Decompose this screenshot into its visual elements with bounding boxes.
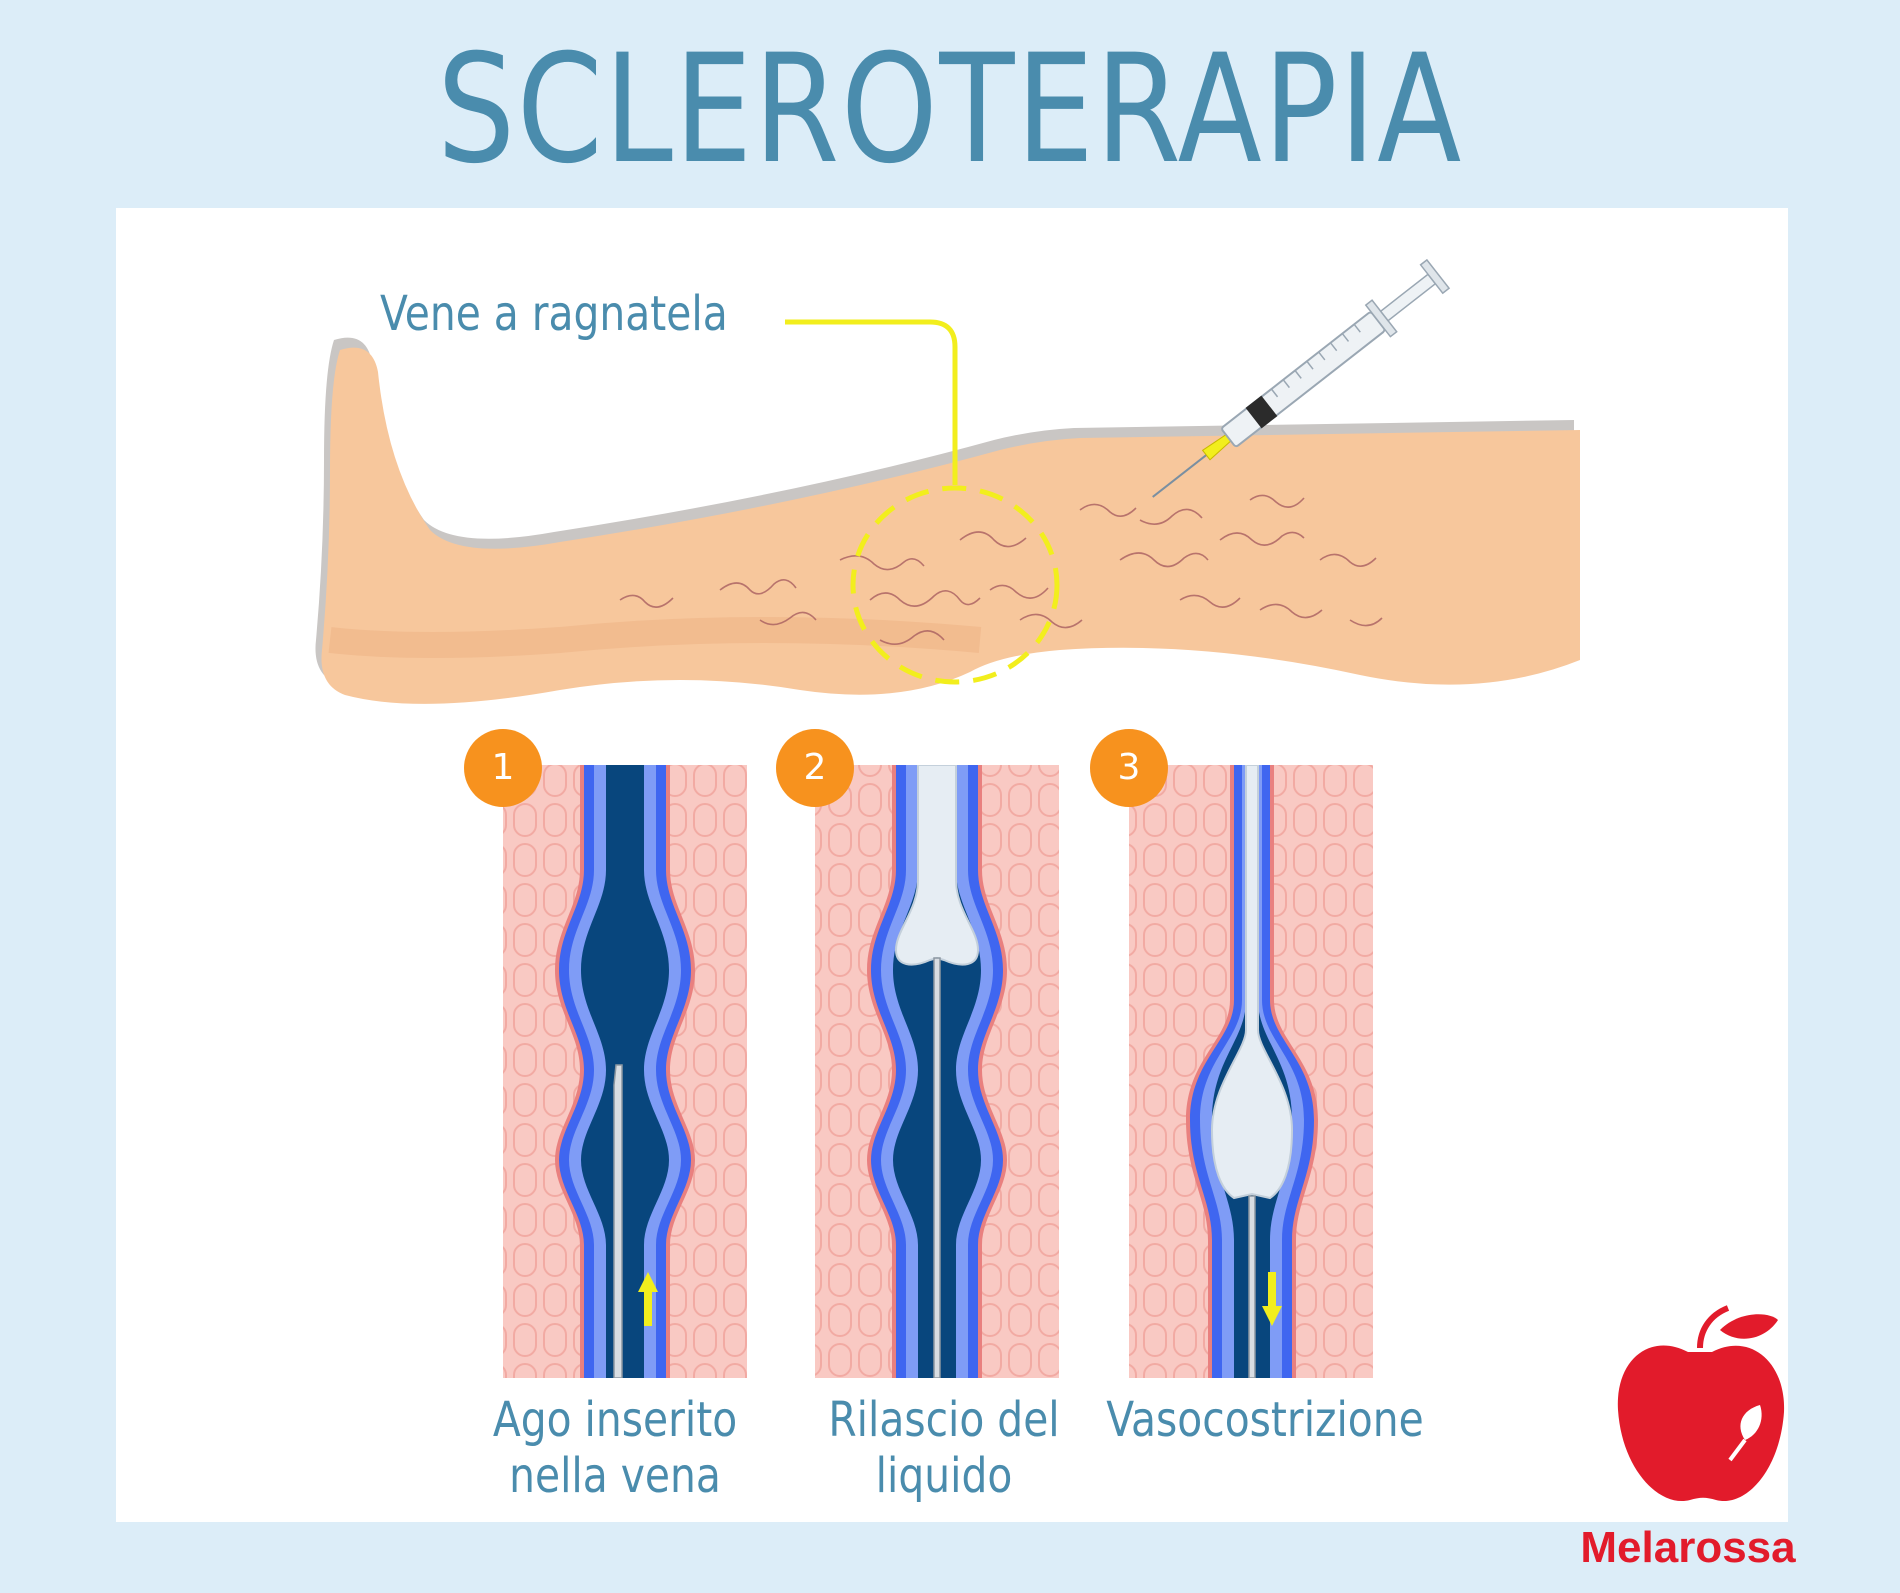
spider-veins-highlight-circle (850, 485, 1060, 685)
step-2-caption-line-1: Rilascio del (828, 1392, 1060, 1448)
syringe-icon (1152, 258, 1451, 498)
step-3-caption: Vasocostrizione (1099, 1392, 1431, 1448)
step-1-badge (464, 729, 542, 807)
brand-name: Melarossa (1580, 1523, 1796, 1572)
step-1-caption-line-2: nella vena (509, 1448, 721, 1504)
step-2-number: 2 (803, 747, 827, 788)
arrow-up-icon (638, 1272, 658, 1326)
step-3-badge (1090, 729, 1168, 807)
step-3-diagram (1129, 765, 1373, 1378)
arrow-down-icon (1262, 1272, 1282, 1326)
spider-veins-label: Vene a ragnatela (380, 286, 728, 342)
step-2-diagram (815, 765, 1059, 1378)
step-1-number: 1 (491, 747, 515, 788)
step-1-caption-line-1: Ago inserito (492, 1392, 738, 1448)
step-2-caption-line-2: liquido (875, 1448, 1013, 1504)
step-2-badge (776, 729, 854, 807)
step-3-number: 3 (1117, 747, 1141, 788)
step-2-caption: Rilascio del liquido (804, 1392, 1085, 1504)
page-title: SCLEROTERAPIA (437, 23, 1463, 197)
step-1-caption: Ago inserito nella vena (475, 1392, 756, 1504)
step-3-caption-line-1: Vasocostrizione (1106, 1392, 1424, 1448)
callout-leader-line (785, 319, 958, 485)
apple-logo-icon (1617, 1305, 1785, 1502)
leg-illustration (315, 337, 1580, 704)
step-1-diagram (503, 765, 747, 1378)
